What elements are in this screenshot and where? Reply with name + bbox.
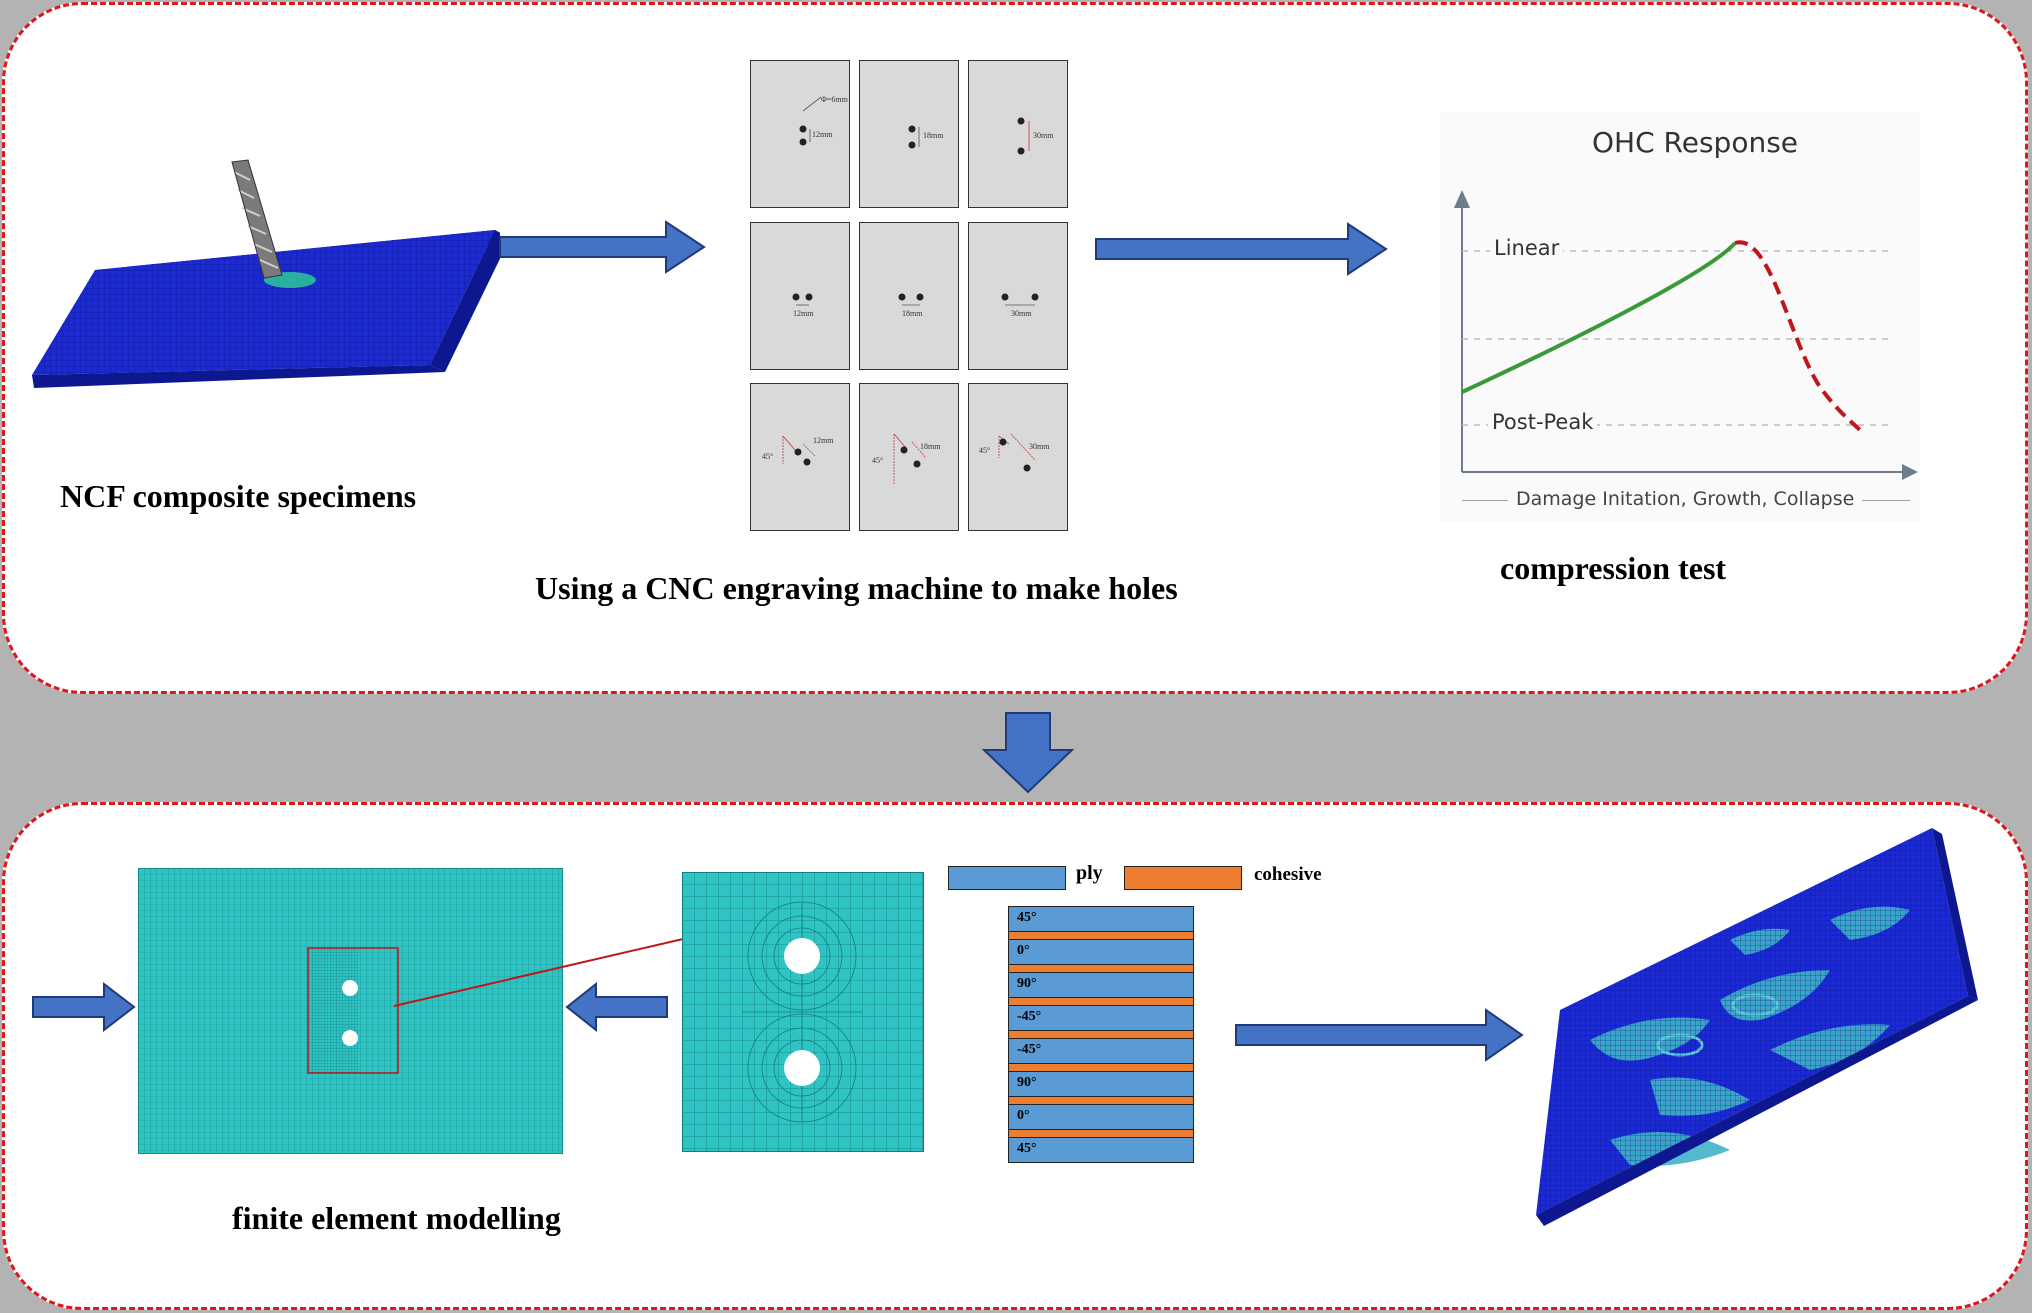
cohesive-layer <box>1008 1064 1194 1071</box>
ohc-response-chart: OHC Response Linear Post-Peak Damage Ini… <box>1440 112 1920 522</box>
ply-layer: 0° <box>1008 1104 1194 1130</box>
ply-layer: 45° <box>1008 1137 1194 1163</box>
hole-tile: 12mm <box>750 222 850 370</box>
ply-angle-label: 0° <box>1017 943 1030 958</box>
process-arrow-2 <box>1095 222 1388 276</box>
tile-label: 18mm <box>923 131 944 140</box>
postpeak-label: Post-Peak <box>1488 410 1598 434</box>
cohesive-layer <box>1008 965 1194 972</box>
tile-label: 12mm <box>813 436 834 445</box>
tile-label: 45° <box>872 456 884 465</box>
x-axis-arrowhead <box>1902 464 1918 480</box>
tile-label: 30mm <box>1011 309 1032 318</box>
fem-mesh-zoom <box>682 872 924 1152</box>
tile-label: 30mm <box>1029 442 1050 451</box>
ply-legend-label: ply <box>1076 862 1103 884</box>
process-arrow-1 <box>499 220 706 274</box>
hole-tile: 30mm <box>968 222 1068 370</box>
hole-tile: 18mm 45° <box>859 383 959 531</box>
tile-label: 30mm <box>1033 131 1054 140</box>
hole-tile: 12mm 45° <box>750 383 850 531</box>
tile-label: 45° <box>762 452 774 461</box>
cohesive-layer <box>1008 1031 1194 1038</box>
ply-angle-label: -45° <box>1017 1042 1042 1057</box>
ply-layer: -45° <box>1008 1005 1194 1031</box>
test-caption: compression test <box>1500 550 1727 586</box>
ply-legend-swatch <box>948 866 1066 890</box>
y-axis-arrowhead <box>1454 190 1470 208</box>
specimen-caption: NCF composite specimens <box>60 478 417 514</box>
hole-tile: 18mm <box>859 60 959 208</box>
ply-angle-label: 0° <box>1017 1108 1030 1123</box>
ply-layer: 0° <box>1008 939 1194 965</box>
ply-layer: 90° <box>1008 1071 1194 1097</box>
cohesive-layer <box>1008 932 1194 939</box>
tile-label: 18mm <box>902 309 923 318</box>
ply-layer: 90° <box>1008 972 1194 998</box>
ply-angle-label: 90° <box>1017 976 1037 991</box>
ply-angle-label: 45° <box>1017 910 1037 925</box>
load-arrow-left <box>32 982 136 1032</box>
cohesive-legend-swatch <box>1124 866 1242 890</box>
linear-rise-curve <box>1461 241 1737 394</box>
cohesive-legend-label: cohesive <box>1254 864 1322 885</box>
tile-label: 18mm <box>920 442 941 451</box>
chart-title: OHC Response <box>1592 126 1799 159</box>
cnc-caption: Using a CNC engraving machine to make ho… <box>535 570 1178 606</box>
down-arrow <box>981 712 1075 794</box>
cohesive-layer <box>1008 1130 1194 1137</box>
x-axis-label: Damage Initation, Growth, Collapse <box>1508 488 1863 510</box>
ply-angle-label: 45° <box>1017 1141 1037 1156</box>
tile-label: Φ=6mm <box>821 95 848 104</box>
tile-label: 45° <box>979 446 991 455</box>
hole-tile: 30mm 45° <box>968 383 1068 531</box>
hole-tile: 18mm <box>859 222 959 370</box>
fem-mesh-plate <box>138 868 563 1154</box>
fem-caption: finite element modelling <box>232 1200 561 1236</box>
ply-layer: 45° <box>1008 906 1194 932</box>
process-arrow-3 <box>1235 1008 1524 1062</box>
linear-label: Linear <box>1490 236 1564 260</box>
damaged-plate-result <box>1536 828 1978 1226</box>
cohesive-layer <box>1008 1097 1194 1104</box>
hole-tile: 30mm <box>968 60 1068 208</box>
tile-label: 12mm <box>793 309 814 318</box>
drilled-plate-illustration <box>32 159 500 388</box>
load-arrow-right <box>565 982 668 1032</box>
hole-tile: Φ=6mm 12mm <box>750 60 850 208</box>
post-peak-curve <box>1734 240 1862 432</box>
ply-angle-label: 90° <box>1017 1075 1037 1090</box>
ply-layer: -45° <box>1008 1038 1194 1064</box>
layup-stack: 45° 0° 90° -45° -45° 90° 0° 45° <box>1008 906 1194 1164</box>
ply-angle-label: -45° <box>1017 1009 1042 1024</box>
tile-label: 12mm <box>812 130 833 139</box>
cohesive-layer <box>1008 998 1194 1005</box>
